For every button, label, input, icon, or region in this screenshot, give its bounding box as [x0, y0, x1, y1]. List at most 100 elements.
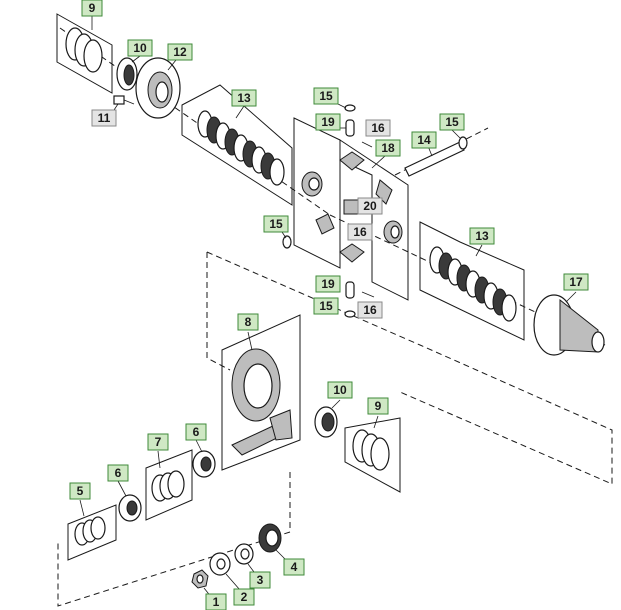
leader-lines: [79, 16, 577, 599]
oil-seal: [258, 523, 282, 553]
bearing-cup-lower: [314, 406, 338, 438]
callout-17: 17: [563, 273, 589, 291]
spacer: [234, 543, 254, 565]
callout-6-upper-text: 6: [193, 425, 200, 439]
callout-19-top-text: 19: [321, 115, 335, 129]
bearing-upper: [192, 450, 216, 478]
callout-6-lower-text: 6: [115, 466, 122, 480]
dashed-frame-bottom: [57, 472, 291, 607]
callout-9-top-text: 9: [89, 1, 96, 15]
shim-set-top: [65, 27, 103, 73]
callout-15-left: 15: [263, 215, 289, 233]
cross-shaft: [404, 141, 465, 177]
clutch-disc-pack-upper: [197, 110, 285, 186]
callout-5: 5: [69, 482, 91, 500]
callout-16-bottom-text: 16: [363, 303, 377, 317]
shim-set-7: [151, 470, 185, 502]
callout-1-text: 1: [213, 595, 220, 609]
callout-19-bottom-text: 19: [321, 277, 335, 291]
callout-10-top-text: 10: [133, 41, 147, 55]
callout-16-bottom: 16: [357, 301, 383, 319]
callout-2-text: 2: [241, 590, 248, 604]
callout-3: 3: [249, 571, 271, 589]
callout-20-text: 20: [363, 199, 377, 213]
roll-pin-bottom: [361, 291, 375, 298]
callout-15-bottom-text: 15: [319, 299, 333, 313]
pin-top: [345, 119, 355, 137]
pin-bottom: [345, 281, 355, 299]
cross-block: [343, 199, 359, 215]
callout-14-text: 14: [417, 133, 431, 147]
callout-20: 20: [357, 197, 383, 215]
callout-16-top: 16: [365, 119, 391, 137]
callout-5-text: 5: [77, 484, 84, 498]
differential-case: [533, 294, 605, 356]
callout-7: 7: [147, 433, 169, 451]
axis-upper: [59, 27, 331, 216]
pinion-shaft: [231, 409, 293, 456]
callout-4-text: 4: [291, 560, 298, 574]
callout-9-lower-text: 9: [375, 399, 382, 413]
panel-shims-7: [145, 449, 193, 521]
washer-bottom: [344, 310, 356, 318]
callout-16-top-text: 16: [371, 121, 385, 135]
callout-10-top: 10: [127, 39, 153, 57]
panel-ring-gear: [221, 314, 301, 471]
callout-9-lower: 9: [367, 397, 389, 415]
callout-15-right: 15: [439, 113, 465, 131]
callout-15-top-text: 15: [319, 89, 333, 103]
callout-labels: 9 10 12 11 13 15 19 16 18 14 15 20 15 16…: [69, 0, 589, 610]
callout-6-lower: 6: [107, 464, 129, 482]
callout-2: 2: [233, 588, 255, 606]
differential-cover: [135, 57, 181, 119]
panel-clutch-upper: [181, 84, 293, 206]
callout-3-text: 3: [257, 573, 264, 587]
panel-shims-lower: [344, 417, 401, 493]
callout-16-mid: 16: [347, 223, 373, 241]
pinion-gear-top: [339, 151, 365, 171]
roll-pin-top: [361, 141, 373, 148]
callout-16-mid-text: 16: [353, 225, 367, 239]
bolt: [113, 95, 135, 105]
bearing-cup-top: [116, 57, 138, 91]
callout-15-bottom: 15: [313, 297, 339, 315]
callout-1: 1: [205, 593, 227, 610]
washer-shaft: [458, 136, 468, 150]
callout-13-upper: 13: [231, 89, 257, 107]
callout-7-text: 7: [155, 435, 162, 449]
panel-side-gear-left: [293, 117, 341, 269]
side-gear-left: [301, 171, 323, 197]
callout-17-text: 17: [569, 275, 583, 289]
callout-19-bottom: 19: [315, 275, 341, 293]
callout-15-left-text: 15: [269, 217, 283, 231]
callout-9-top: 9: [81, 0, 103, 17]
callout-12-text: 12: [173, 45, 187, 59]
panel-shims-5: [67, 504, 117, 561]
panel-shims-top: [56, 13, 113, 94]
clutch-disc-pack-lower: [429, 246, 517, 322]
callout-13-lower: 13: [469, 227, 495, 245]
callout-13-upper-text: 13: [237, 91, 251, 105]
callout-14: 14: [411, 131, 437, 149]
callout-19-top: 19: [315, 113, 341, 131]
bearing-lower: [118, 494, 142, 522]
callout-8-text: 8: [245, 315, 252, 329]
callout-15-top: 15: [313, 87, 339, 105]
washer-top: [344, 104, 356, 112]
washer-left: [282, 235, 292, 249]
callout-6-upper: 6: [185, 423, 207, 441]
shim-set-lower: [352, 429, 390, 471]
callout-18-text: 18: [381, 141, 395, 155]
shim-set-5: [74, 516, 106, 546]
ring-gear: [231, 348, 281, 422]
panel-clutch-lower: [419, 221, 525, 341]
pinion-gear-left: [315, 213, 335, 235]
callout-10-lower-text: 10: [333, 383, 347, 397]
callout-8: 8: [237, 313, 259, 331]
side-gear-right: [383, 220, 403, 244]
flat-washer: [209, 552, 231, 576]
pinion-gear-bottom: [339, 243, 365, 263]
callout-15-right-text: 15: [445, 115, 459, 129]
hex-nut: [191, 569, 209, 589]
